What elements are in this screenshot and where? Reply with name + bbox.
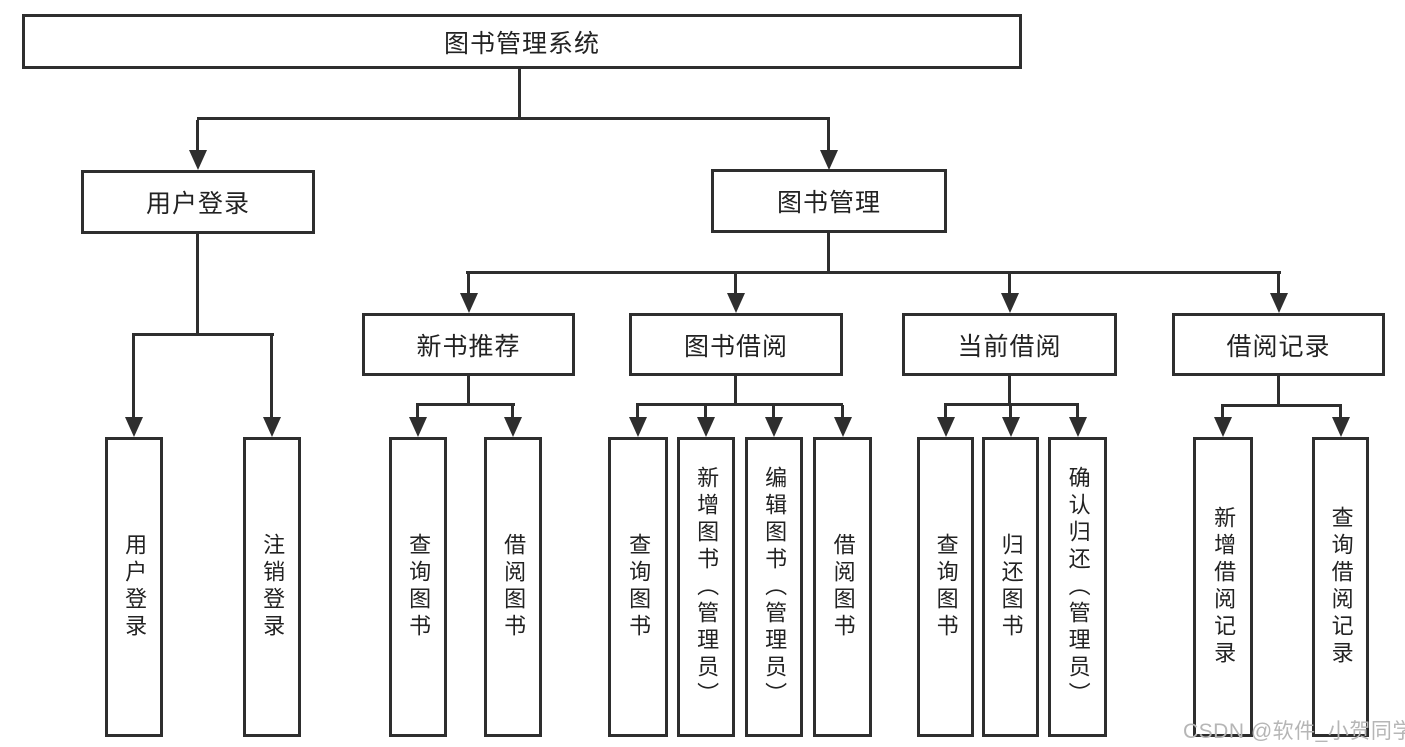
node-return-books: 归还图书	[982, 437, 1039, 737]
node-logout-leaf-label: 注销登录	[260, 533, 286, 641]
node-query-books-recommend: 查询图书	[389, 437, 447, 737]
arrow-to-user-login	[196, 120, 199, 150]
arrow-to-query-books-current	[944, 405, 947, 417]
node-confirm-return-admin: 确认归还（管理员）	[1048, 437, 1107, 737]
connector-user-branch	[132, 333, 274, 336]
connector-records-branch	[1221, 404, 1342, 407]
connector-current-stem	[1008, 376, 1011, 405]
arrow-to-book-borrowing	[734, 274, 737, 293]
csdn-watermark: CSDN @软件_小贺同学	[1183, 720, 1405, 743]
node-query-books-borrow: 查询图书	[608, 437, 668, 737]
arrow-to-book-management	[827, 120, 830, 150]
node-add-books-admin: 新增图书（管理员）	[677, 437, 735, 737]
node-book-management-label: 图书管理	[776, 189, 881, 217]
node-edit-books-admin-label: 编辑图书（管理员）	[762, 465, 788, 709]
node-query-books-current: 查询图书	[917, 437, 974, 737]
connector-recommend-branch	[416, 403, 515, 406]
node-borrow-books-borrow-label: 借阅图书	[830, 533, 856, 641]
connector-book-stem	[827, 233, 830, 273]
node-borrow-books-borrow: 借阅图书	[813, 437, 872, 737]
arrow-to-confirm-return-admin	[1076, 405, 1079, 417]
node-query-borrow-record: 查询借阅记录	[1312, 437, 1369, 737]
node-query-borrow-record-label: 查询借阅记录	[1328, 506, 1354, 668]
arrow-to-borrow-books-borrow	[841, 405, 844, 417]
node-new-book-recommendation: 新书推荐	[362, 313, 575, 376]
node-confirm-return-admin-label: 确认归还（管理员）	[1065, 465, 1091, 709]
arrow-to-current-borrowing	[1008, 274, 1011, 293]
connector-recommend-stem	[467, 376, 470, 405]
node-user-login-leaf: 用户登录	[105, 437, 163, 737]
connector-root-stem	[518, 69, 521, 119]
arrow-to-add-books-admin	[704, 405, 707, 417]
node-borrow-books-recommend-label: 借阅图书	[501, 533, 527, 641]
node-query-books-recommend-label: 查询图书	[406, 533, 432, 641]
node-user-login: 用户登录	[81, 170, 315, 234]
node-new-book-recommendation-label: 新书推荐	[416, 332, 521, 361]
arrow-to-borrowing-records	[1277, 274, 1280, 293]
node-return-books-label: 归还图书	[998, 533, 1024, 641]
node-logout-leaf: 注销登录	[243, 437, 301, 737]
arrow-to-edit-books-admin	[772, 405, 775, 417]
node-book-management-system: 图书管理系统	[22, 14, 1022, 69]
arrow-to-return-books	[1009, 405, 1012, 417]
connector-records-stem	[1277, 376, 1280, 406]
node-borrowing-records: 借阅记录	[1172, 313, 1385, 376]
node-borrowing-records-label: 借阅记录	[1226, 332, 1331, 361]
node-add-borrow-record: 新增借阅记录	[1193, 437, 1253, 737]
node-edit-books-admin: 编辑图书（管理员）	[745, 437, 803, 737]
node-add-borrow-record-label: 新增借阅记录	[1211, 506, 1237, 668]
connector-book-branch	[466, 271, 1281, 274]
node-user-login-label: 用户登录	[145, 190, 250, 218]
node-book-management-system-label: 图书管理系统	[443, 29, 600, 58]
arrow-to-query-books-borrow	[636, 405, 639, 417]
node-book-management: 图书管理	[711, 169, 947, 233]
node-user-login-leaf-label: 用户登录	[122, 533, 148, 641]
connector-borrow-stem	[734, 376, 737, 405]
node-add-books-admin-label: 新增图书（管理员）	[694, 465, 720, 709]
arrow-to-user-login-leaf	[132, 335, 135, 417]
arrow-to-logout-leaf	[270, 335, 273, 417]
connector-root-branch	[197, 117, 830, 120]
arrow-to-query-borrow-record	[1339, 406, 1342, 417]
arrow-to-query-books-recommend	[416, 405, 419, 417]
connector-borrow-branch	[636, 403, 843, 406]
connector-user-stem	[196, 234, 199, 335]
node-book-borrowing: 图书借阅	[629, 313, 843, 376]
node-current-borrowing-label: 当前借阅	[957, 332, 1062, 361]
node-book-borrowing-label: 图书借阅	[683, 332, 788, 361]
node-query-books-borrow-label: 查询图书	[626, 533, 652, 641]
node-query-books-current-label: 查询图书	[933, 533, 959, 641]
arrow-to-borrow-books-recommend	[511, 405, 514, 417]
arrow-to-add-borrow-record	[1221, 406, 1224, 417]
arrow-to-new-book-recommendation	[467, 274, 470, 293]
node-borrow-books-recommend: 借阅图书	[484, 437, 542, 737]
node-current-borrowing: 当前借阅	[902, 313, 1117, 376]
